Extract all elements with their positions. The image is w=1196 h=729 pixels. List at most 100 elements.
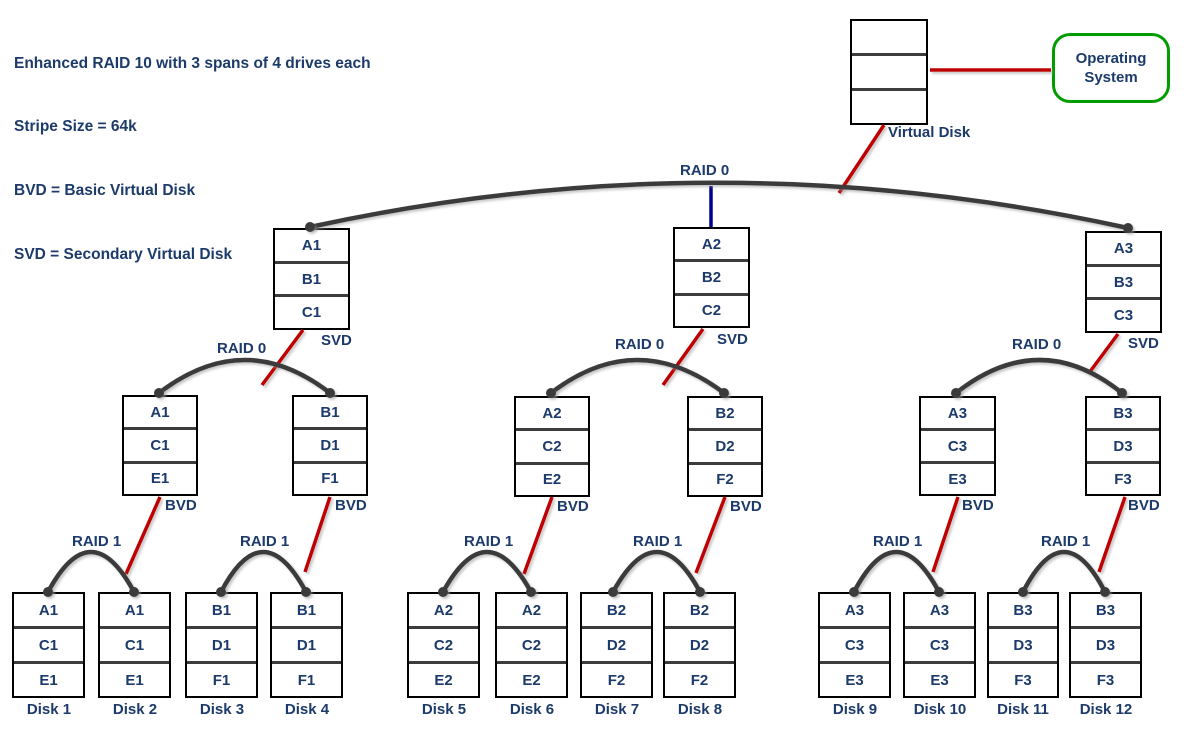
raid0-span1-label: RAID 0 bbox=[217, 340, 267, 357]
bvd-cell: B3 bbox=[1113, 404, 1133, 422]
virtual-disk-box bbox=[850, 19, 928, 125]
raid1-pair4-arc bbox=[610, 549, 703, 595]
raid0-top-arc bbox=[307, 180, 1131, 231]
disk-cell: F1 bbox=[272, 661, 341, 696]
disk-box-8: B2 D2 F2 bbox=[663, 592, 736, 698]
disk-label-10: Disk 10 bbox=[913, 701, 967, 718]
legend-line-bvd: BVD = Basic Virtual Disk bbox=[14, 182, 196, 200]
disk-cell: E3 bbox=[820, 661, 889, 696]
virtual-disk-label: Virtual Disk bbox=[888, 124, 971, 141]
disk-cell: B1 bbox=[211, 601, 232, 619]
disk-cell: F2 bbox=[665, 661, 734, 696]
disk-cell: B2 bbox=[689, 601, 710, 619]
disk-cell: D1 bbox=[187, 626, 256, 661]
bvd-tag-3b: BVD bbox=[1128, 497, 1160, 514]
disk-label-1: Disk 1 bbox=[26, 701, 72, 718]
disk-cell: E2 bbox=[497, 661, 566, 696]
disk-label-9: Disk 9 bbox=[832, 701, 878, 718]
legend-line-svd: SVD = Secondary Virtual Disk bbox=[14, 246, 233, 264]
bvd-tag-1a: BVD bbox=[165, 497, 197, 514]
svd-cell: C3 bbox=[1087, 297, 1160, 331]
raid1-pair1-arc bbox=[45, 549, 137, 595]
disk-label-3: Disk 3 bbox=[199, 701, 245, 718]
disk-box-9: A3 C3 E3 bbox=[818, 592, 891, 698]
bvd-cell: B2 bbox=[715, 404, 735, 422]
bvd1a-disk-link-line bbox=[124, 496, 162, 575]
svd1-bvd-link-line bbox=[260, 328, 305, 387]
disk-cell: A2 bbox=[521, 601, 542, 619]
disk-cell: F2 bbox=[582, 661, 651, 696]
bvd-tag-2b: BVD bbox=[730, 498, 762, 515]
virtual-disk-cell bbox=[852, 53, 926, 88]
disk-cell: C2 bbox=[497, 626, 566, 661]
svd-cell: A1 bbox=[301, 236, 322, 254]
disk-cell: E2 bbox=[409, 661, 478, 696]
svd-tag-3: SVD bbox=[1128, 335, 1159, 352]
bvd-cell: C3 bbox=[921, 428, 994, 461]
bvd3a-disk-link-line bbox=[931, 496, 960, 573]
bvd-cell: D2 bbox=[689, 428, 761, 461]
disk-cell: E3 bbox=[905, 661, 974, 696]
svd-cell: C2 bbox=[675, 292, 748, 326]
disk-cell: D2 bbox=[582, 626, 651, 661]
disk-box-11: B3 D3 F3 bbox=[987, 592, 1059, 698]
disk-cell: C3 bbox=[820, 626, 889, 661]
svd-cell: B3 bbox=[1087, 263, 1160, 298]
bvd-cell: F2 bbox=[689, 461, 761, 495]
raid1-pair6-label: RAID 1 bbox=[1041, 533, 1091, 550]
bvd-box-1b: B1 D1 F1 bbox=[292, 395, 368, 496]
svd-box-3: A3 B3 C3 bbox=[1085, 231, 1162, 333]
svd-tag-1: SVD bbox=[321, 332, 352, 349]
operating-system-box: Operating System bbox=[1052, 33, 1170, 103]
disk-cell: D3 bbox=[989, 626, 1057, 661]
disk-label-11: Disk 11 bbox=[997, 701, 1049, 718]
bvd-tag-1b: BVD bbox=[335, 497, 367, 514]
disk-box-6: A2 C2 E2 bbox=[495, 592, 568, 698]
bvd-cell: E1 bbox=[124, 460, 196, 494]
disk-cell: E1 bbox=[14, 661, 83, 696]
bvd-cell: B1 bbox=[320, 403, 340, 421]
disk-cell: F1 bbox=[187, 661, 256, 696]
disk-cell: B3 bbox=[1013, 601, 1033, 619]
bvd2b-disk-link-line bbox=[694, 496, 727, 574]
legend-block: Enhanced RAID 10 with 3 spans of 4 drive… bbox=[14, 10, 371, 308]
bvd-cell: C2 bbox=[516, 428, 588, 461]
svd-cell: C1 bbox=[275, 294, 348, 328]
raid1-pair2-label: RAID 1 bbox=[240, 533, 290, 550]
disk-cell: A1 bbox=[38, 601, 59, 619]
raid1-pair2-arc bbox=[218, 549, 309, 595]
bvd-cell: D3 bbox=[1087, 428, 1159, 461]
bvd-cell: A1 bbox=[150, 403, 170, 421]
bvd-box-2b: B2 D2 F2 bbox=[687, 396, 763, 497]
disk-label-4: Disk 4 bbox=[284, 701, 330, 718]
svd-cell: A2 bbox=[701, 235, 722, 253]
bvd3b-disk-link-line bbox=[1097, 496, 1127, 573]
legend-line-title: Enhanced RAID 10 with 3 spans of 4 drive… bbox=[14, 54, 371, 72]
raid1-pair5-arc bbox=[851, 549, 942, 595]
raid1-pair3-label: RAID 1 bbox=[464, 533, 514, 550]
disk-cell: D2 bbox=[665, 626, 734, 661]
svd3-bvd-link-line bbox=[1087, 332, 1120, 375]
disk-cell: F3 bbox=[989, 661, 1057, 696]
svd2-bvd-link-line bbox=[661, 327, 705, 387]
raid1-pair6-arc bbox=[1020, 549, 1108, 595]
bvd-cell: E3 bbox=[921, 461, 994, 494]
bvd-cell: C1 bbox=[124, 427, 196, 460]
disk-box-2: A1 C1 E1 bbox=[98, 592, 171, 698]
disk-label-8: Disk 8 bbox=[677, 701, 723, 718]
bvd-cell: A3 bbox=[947, 404, 968, 422]
bvd-cell: F1 bbox=[294, 460, 366, 494]
disk-box-12: B3 D3 F3 bbox=[1069, 592, 1142, 698]
raid1-pair4-label: RAID 1 bbox=[633, 533, 683, 550]
disk-cell: A3 bbox=[844, 601, 865, 619]
disk-label-12: Disk 12 bbox=[1079, 701, 1133, 718]
disk-cell: A1 bbox=[124, 601, 145, 619]
disk-cell: A3 bbox=[929, 601, 950, 619]
raid0-span3-arc bbox=[953, 357, 1125, 396]
bvd-box-3a: A3 C3 E3 bbox=[919, 396, 996, 496]
legend-line-stripe: Stripe Size = 64k bbox=[14, 118, 137, 136]
bvd2a-disk-link-line bbox=[522, 496, 554, 575]
disk-cell: C2 bbox=[409, 626, 478, 661]
bvd-box-1a: A1 C1 E1 bbox=[122, 395, 198, 496]
bvd-cell: F3 bbox=[1087, 461, 1159, 494]
